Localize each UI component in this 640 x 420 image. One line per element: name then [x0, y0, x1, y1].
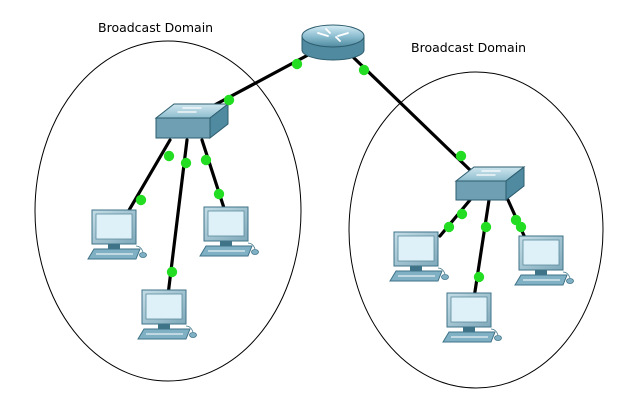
port-status-light — [480, 221, 492, 233]
link-switch-left-to-pc1 — [126, 138, 172, 214]
switch-icon[interactable] — [154, 102, 230, 140]
computer-icon[interactable] — [442, 292, 502, 343]
computer-icon[interactable] — [87, 209, 147, 260]
computer-icon[interactable] — [514, 235, 574, 286]
broadcast-domain-boundary-right — [348, 71, 604, 389]
port-status-light — [473, 271, 485, 283]
router-icon[interactable] — [301, 24, 365, 61]
port-status-light — [456, 208, 468, 220]
port-status-light — [291, 58, 303, 70]
broadcast-domain-boundary-left — [34, 40, 302, 382]
port-status-light — [200, 154, 212, 166]
switch-icon[interactable] — [454, 165, 526, 202]
domain-label-left: Broadcast Domain — [98, 20, 213, 35]
port-status-light — [163, 150, 175, 162]
port-status-light — [213, 188, 225, 200]
port-status-light — [166, 266, 178, 278]
link-switch-right-to-pc4 — [438, 198, 472, 238]
computer-icon[interactable] — [199, 206, 259, 257]
computers — [87, 206, 574, 343]
port-status-lights — [135, 58, 527, 283]
computer-icon[interactable] — [137, 289, 197, 340]
link-switch-right-to-pc5 — [472, 198, 491, 300]
port-status-light — [515, 221, 527, 233]
link-router-to-switch-right — [352, 56, 472, 172]
port-status-light — [223, 94, 235, 106]
port-status-light — [358, 64, 370, 76]
port-status-light — [443, 221, 455, 233]
computer-icon[interactable] — [389, 231, 449, 282]
port-status-light — [135, 194, 147, 206]
port-status-light — [180, 157, 192, 169]
port-status-light — [455, 150, 467, 162]
domain-label-right: Broadcast Domain — [411, 40, 526, 55]
